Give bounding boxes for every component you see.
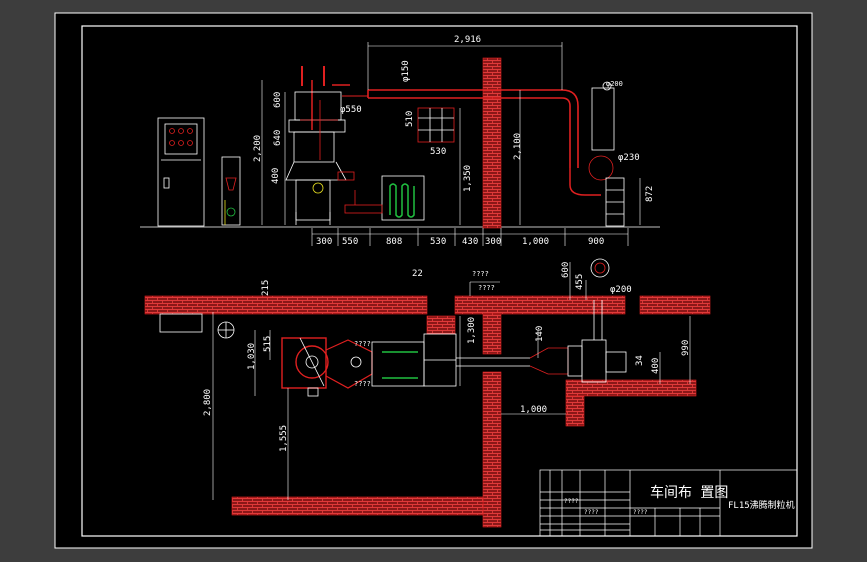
plan-dim-455: 455 — [575, 274, 585, 290]
plan-dim-600: 600 — [561, 262, 571, 278]
inner-frame — [81, 25, 798, 537]
dim-phi230: φ230 — [618, 153, 640, 163]
duct-plan — [456, 258, 627, 383]
wall-top-left — [144, 295, 428, 315]
plan-labels: 215 22 ???? ???? 600 455 φ200 515 1,030 … — [203, 262, 691, 452]
plan-phi200: φ200 — [610, 285, 632, 295]
cabinet-plan — [159, 313, 203, 333]
title-block-code-c: ???? — [584, 509, 599, 516]
title-block-text: 车间布 置图 FL15沸腾制粒机 ???? ???? ???? — [564, 484, 795, 516]
wall-middle-vertical — [482, 313, 502, 355]
plan-dim-2800: 2,800 — [203, 389, 213, 416]
plan-dim-22: 22 — [412, 269, 423, 279]
dim-640: 640 — [273, 130, 283, 146]
plan-dim-140: 140 — [535, 326, 545, 342]
plan-code-b: ???? — [354, 380, 371, 388]
control-cabinet — [157, 117, 205, 227]
title-block-code-b: ???? — [633, 509, 648, 516]
plan-dim-lines — [212, 262, 691, 500]
dim-600: 600 — [273, 92, 283, 108]
wall-right-lower — [565, 379, 697, 397]
dim-530-vertical: 530 — [430, 147, 446, 157]
title-block-drawing-name: FL15沸腾制粒机 — [728, 499, 795, 511]
fan-unit — [569, 81, 625, 227]
wall-top-far-right — [639, 295, 711, 315]
plan-dim-1000: 1,000 — [520, 405, 547, 415]
title-block — [539, 469, 798, 537]
wall-bottom — [231, 496, 484, 516]
wall-lower-vertical — [482, 371, 502, 528]
plan-code-a: ???? — [354, 340, 371, 348]
dim-b430: 430 — [462, 237, 478, 247]
dim-top-span: 2,916 — [454, 35, 481, 45]
granulator-body — [285, 66, 355, 225]
dim-b808: 808 — [386, 237, 402, 247]
dim-510: 510 — [405, 111, 415, 127]
dim-phi150: φ150 — [401, 60, 411, 82]
plan-dim-400: 400 — [651, 358, 661, 374]
dim-1350: 1,350 — [463, 165, 473, 192]
plan-dim-1300: 1,300 — [467, 317, 477, 344]
plan-code-top: ???? — [472, 270, 489, 278]
elevation-dim-lines — [261, 42, 641, 246]
dim-b530: 530 — [430, 237, 446, 247]
wall-opening-fill — [426, 315, 456, 335]
plan-dim-990: 990 — [681, 340, 691, 356]
wall-top-right — [454, 295, 626, 315]
dim-b300a: 300 — [316, 237, 332, 247]
dim-b550: 550 — [342, 237, 358, 247]
plan-view — [144, 258, 711, 528]
plan-dim-34: 34 — [635, 355, 645, 366]
sheet-background — [54, 12, 813, 549]
dim-phi200: φ200 — [606, 80, 623, 88]
plan-dim-1030: 1,030 — [247, 343, 257, 370]
exhaust-duct — [342, 89, 579, 168]
dim-phi550: φ550 — [340, 105, 362, 115]
wall-elevation — [482, 57, 502, 229]
plan-code-q2: ???? — [478, 284, 495, 292]
wall-right-step — [565, 395, 585, 427]
dim-2200: 2,200 — [253, 135, 263, 162]
plan-dim-1555: 1,555 — [279, 425, 289, 452]
plan-dim-215: 215 — [261, 280, 271, 296]
dim-b900: 900 — [588, 237, 604, 247]
dim-2100: 2,100 — [513, 133, 523, 160]
elevation-view — [140, 42, 660, 246]
filter-box — [417, 107, 455, 143]
dim-b1000: 1,000 — [522, 237, 549, 247]
title-block-title: 车间布 置图 — [650, 484, 728, 501]
heater-box — [344, 175, 425, 221]
feed-stand — [221, 156, 241, 226]
dim-b300b: 300 — [485, 237, 501, 247]
dim-400: 400 — [271, 168, 281, 184]
title-block-code-a: ???? — [564, 498, 579, 505]
dim-872: 872 — [645, 186, 655, 202]
elevation-labels: 2,916 φ150 φ550 φ200 φ230 600 640 2,200 … — [253, 35, 655, 247]
plan-dim-515: 515 — [263, 336, 273, 352]
